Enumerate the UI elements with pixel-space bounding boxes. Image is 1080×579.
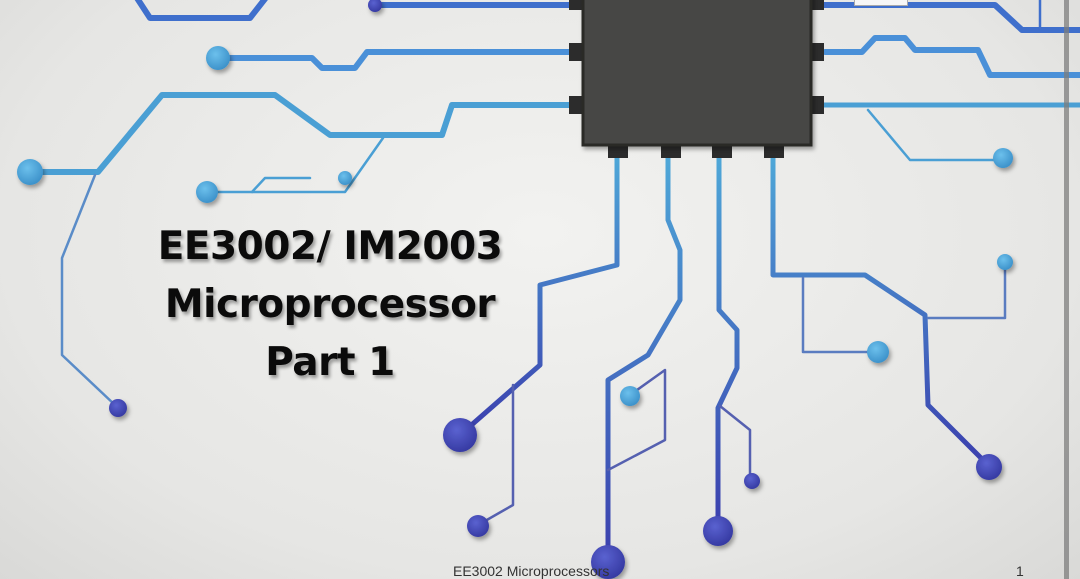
page-number: 1 [1016, 563, 1024, 579]
title-line-subject: Microprocessor [164, 282, 496, 327]
slide-footer: EE3002 Microprocessors [453, 563, 610, 579]
top-box-decoration [854, 0, 908, 6]
title-line-part: Part 1 [265, 340, 395, 385]
slide-edge-border [1064, 0, 1069, 579]
microchip-icon [569, 0, 824, 158]
slide-title: EE3002/ IM2003 Microprocessor Part 1 [120, 218, 540, 392]
title-line-course-codes: EE3002/ IM2003 [157, 224, 503, 269]
